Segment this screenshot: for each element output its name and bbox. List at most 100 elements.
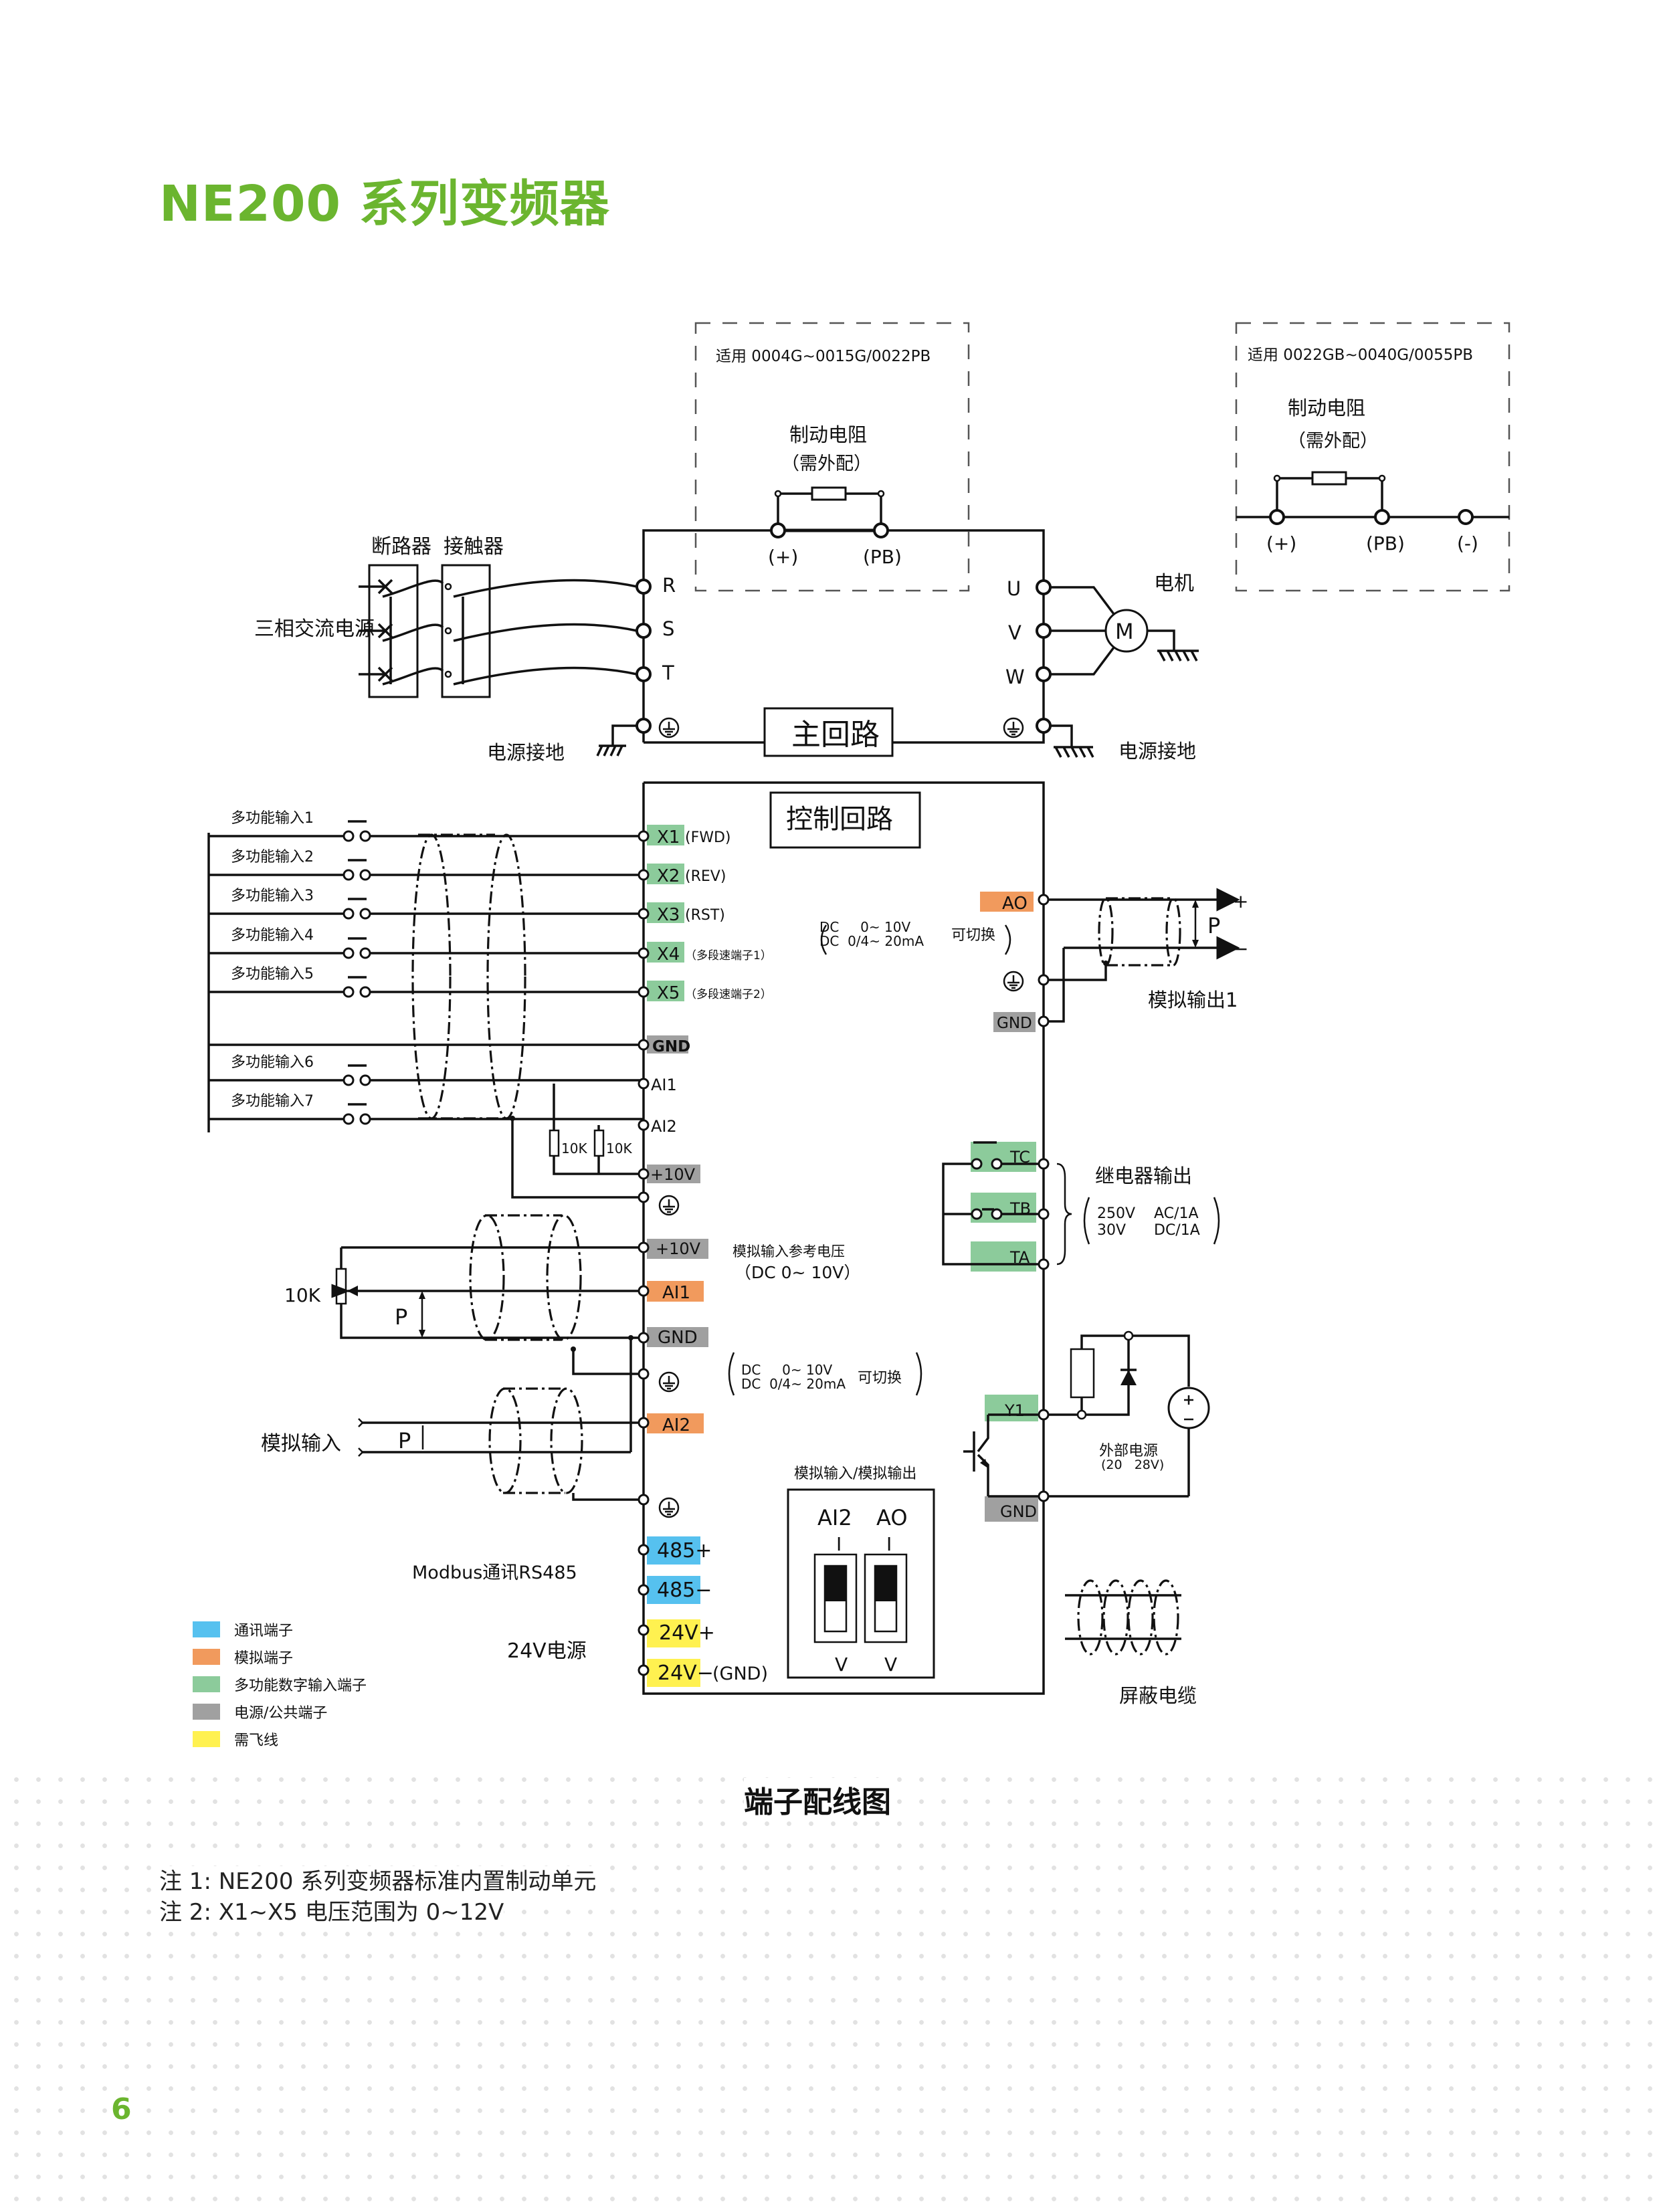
control-terminal bbox=[638, 1584, 650, 1596]
brake-resistor-label: 制动电阻 bbox=[789, 423, 867, 446]
wiring-diagram: 适用 0004G~0015G/0022PB 制动电阻 （需外配） (+) (PB… bbox=[193, 322, 1510, 1749]
terminal-ai2: AI2 bbox=[662, 1415, 690, 1435]
control-terminal bbox=[638, 1039, 650, 1051]
control-terminal bbox=[638, 1417, 650, 1429]
power-terminal bbox=[636, 718, 652, 734]
control-circuit: 控制回路 多功能输入1多功能输入2多功能输入3多功能输入4多功能输入5多功能输入… bbox=[207, 781, 1248, 1707]
control-terminal bbox=[1038, 974, 1050, 986]
terminal-plus-2 bbox=[1269, 509, 1285, 525]
terminal-plus-label: (+) bbox=[768, 546, 798, 568]
power-terminal bbox=[636, 666, 652, 682]
contactor-box bbox=[441, 564, 491, 698]
analog-input-label: 模拟输入 bbox=[261, 1432, 341, 1455]
legend-swatch bbox=[193, 1731, 220, 1747]
switch-contact bbox=[359, 908, 371, 920]
power-terminal bbox=[1036, 579, 1052, 595]
main-circuit: 主回路 断路器 接触器 三相交流电源 R S T 电源接地 U V W bbox=[254, 522, 1199, 764]
legend-label: 需飞线 bbox=[234, 1732, 278, 1749]
input-switch-row: 多功能输入5 bbox=[209, 966, 644, 998]
notes: 注 1: NE200 系列变频器标准内置制动单元 注 2: X1~X5 电压范围… bbox=[159, 1866, 597, 1928]
brake-option-2: 适用 0022GB~0040G/0055PB 制动电阻 （需外配） (+) (P… bbox=[1235, 322, 1510, 592]
analog-ref-label: 模拟输入参考电压 bbox=[733, 1243, 845, 1260]
brake-resistor-note: （需外配） bbox=[1288, 431, 1378, 451]
ai2-switchable: 可切换 bbox=[858, 1370, 902, 1387]
control-terminal bbox=[638, 1624, 650, 1636]
terminal-24v-plus: 24V+ bbox=[659, 1621, 715, 1645]
p-label: P bbox=[1207, 913, 1220, 938]
load-resistor-icon bbox=[1070, 1348, 1095, 1399]
analog-output-label: 模拟输出1 bbox=[1148, 989, 1238, 1011]
control-terminal bbox=[638, 1191, 650, 1203]
dip-ao-label: AO bbox=[876, 1505, 908, 1530]
terminal-gnd-2: GND bbox=[658, 1328, 698, 1348]
control-terminal bbox=[638, 986, 650, 998]
control-terminal bbox=[1038, 894, 1050, 906]
ext-power-label: 外部电源 bbox=[1099, 1443, 1158, 1460]
motor-symbol: M bbox=[1115, 619, 1134, 644]
relay-rating-2: 30V DC/1A bbox=[1097, 1222, 1200, 1239]
terminal-u: U bbox=[1007, 577, 1021, 600]
phase-line bbox=[359, 579, 638, 598]
ext-power-range: (20 28V) bbox=[1101, 1457, 1164, 1472]
terminal-ai1: AI1 bbox=[662, 1283, 690, 1303]
brake-resistor-icon bbox=[811, 486, 847, 501]
terminal-x4: X4 bbox=[657, 944, 680, 965]
legend-label: 电源/公共端子 bbox=[234, 1705, 327, 1722]
terminal-y1: Y1 bbox=[1004, 1401, 1025, 1420]
output-minus: − bbox=[1233, 938, 1248, 960]
power-terminal bbox=[1036, 666, 1052, 682]
legend-label: 多功能数字输入端子 bbox=[234, 1678, 367, 1694]
dip-i-label: I bbox=[836, 1533, 842, 1555]
power24-label: 24V电源 bbox=[507, 1639, 587, 1663]
p-label: P bbox=[395, 1304, 407, 1330]
control-terminal bbox=[638, 1664, 650, 1676]
protective-earth-icon bbox=[658, 1371, 680, 1393]
legend-swatch bbox=[193, 1649, 220, 1665]
control-terminal bbox=[638, 1168, 650, 1180]
legend-label: 通讯端子 bbox=[234, 1623, 293, 1639]
page-number: 6 bbox=[111, 2092, 132, 2126]
terminal-ao: AO bbox=[1002, 894, 1028, 914]
resistor-icon bbox=[549, 1129, 560, 1157]
control-terminal bbox=[638, 1241, 650, 1253]
control-circuit-label: 控制回路 bbox=[786, 804, 893, 835]
input-label: 多功能输入1 bbox=[231, 810, 314, 827]
power-terminal bbox=[636, 579, 652, 595]
protective-earth-icon bbox=[1003, 971, 1024, 992]
protective-earth-icon bbox=[658, 1497, 680, 1518]
terminal-485-minus: 485− bbox=[657, 1579, 712, 1602]
ao-range-line1: DC 0~ 10V bbox=[819, 919, 910, 935]
dip-ai2-label: AI2 bbox=[817, 1505, 852, 1530]
terminal-x5: X5 bbox=[657, 983, 680, 1003]
dip-switch-ai2[interactable] bbox=[813, 1553, 858, 1643]
p-label: P bbox=[398, 1428, 411, 1453]
dip-v-label: V bbox=[835, 1653, 848, 1676]
earth-ground-icon bbox=[596, 744, 626, 757]
terminal-pb-2 bbox=[1374, 509, 1390, 525]
control-terminal bbox=[638, 908, 650, 920]
potentiometer-label: 10K bbox=[284, 1284, 321, 1306]
input-label: 多功能输入7 bbox=[231, 1093, 314, 1110]
control-terminal bbox=[1038, 1409, 1050, 1421]
resistor-value: 10K bbox=[561, 1140, 587, 1157]
dip-switch-ao[interactable] bbox=[864, 1553, 908, 1643]
brake-option-2-applies: 适用 0022GB~0040G/0055PB bbox=[1248, 346, 1473, 364]
control-terminal bbox=[638, 1285, 650, 1297]
terminal-minus-label: (-) bbox=[1457, 532, 1478, 555]
dc-source-icon bbox=[1167, 1387, 1210, 1429]
resistor-icon bbox=[593, 1129, 605, 1157]
main-circuit-label: 主回路 bbox=[791, 718, 880, 752]
gnd-suffix: (GND) bbox=[712, 1664, 768, 1684]
control-terminal bbox=[1038, 1258, 1050, 1270]
power-source-label: 三相交流电源 bbox=[254, 617, 375, 641]
terminal-r: R bbox=[662, 574, 676, 597]
terminal-pb-label: (PB) bbox=[1366, 532, 1405, 555]
motor-label: 电机 bbox=[1154, 572, 1194, 595]
breaker-label: 断路器 bbox=[371, 535, 431, 559]
brake-option-1-applies: 适用 0004G~0015G/0022PB bbox=[716, 348, 931, 365]
ground-label-left: 电源接地 bbox=[487, 741, 565, 764]
terminal-t: T bbox=[662, 662, 674, 684]
switch-contact bbox=[343, 869, 355, 881]
dip-title: 模拟输入/模拟输出 bbox=[794, 1466, 916, 1482]
terminal-gnd-1: GND bbox=[652, 1038, 690, 1055]
